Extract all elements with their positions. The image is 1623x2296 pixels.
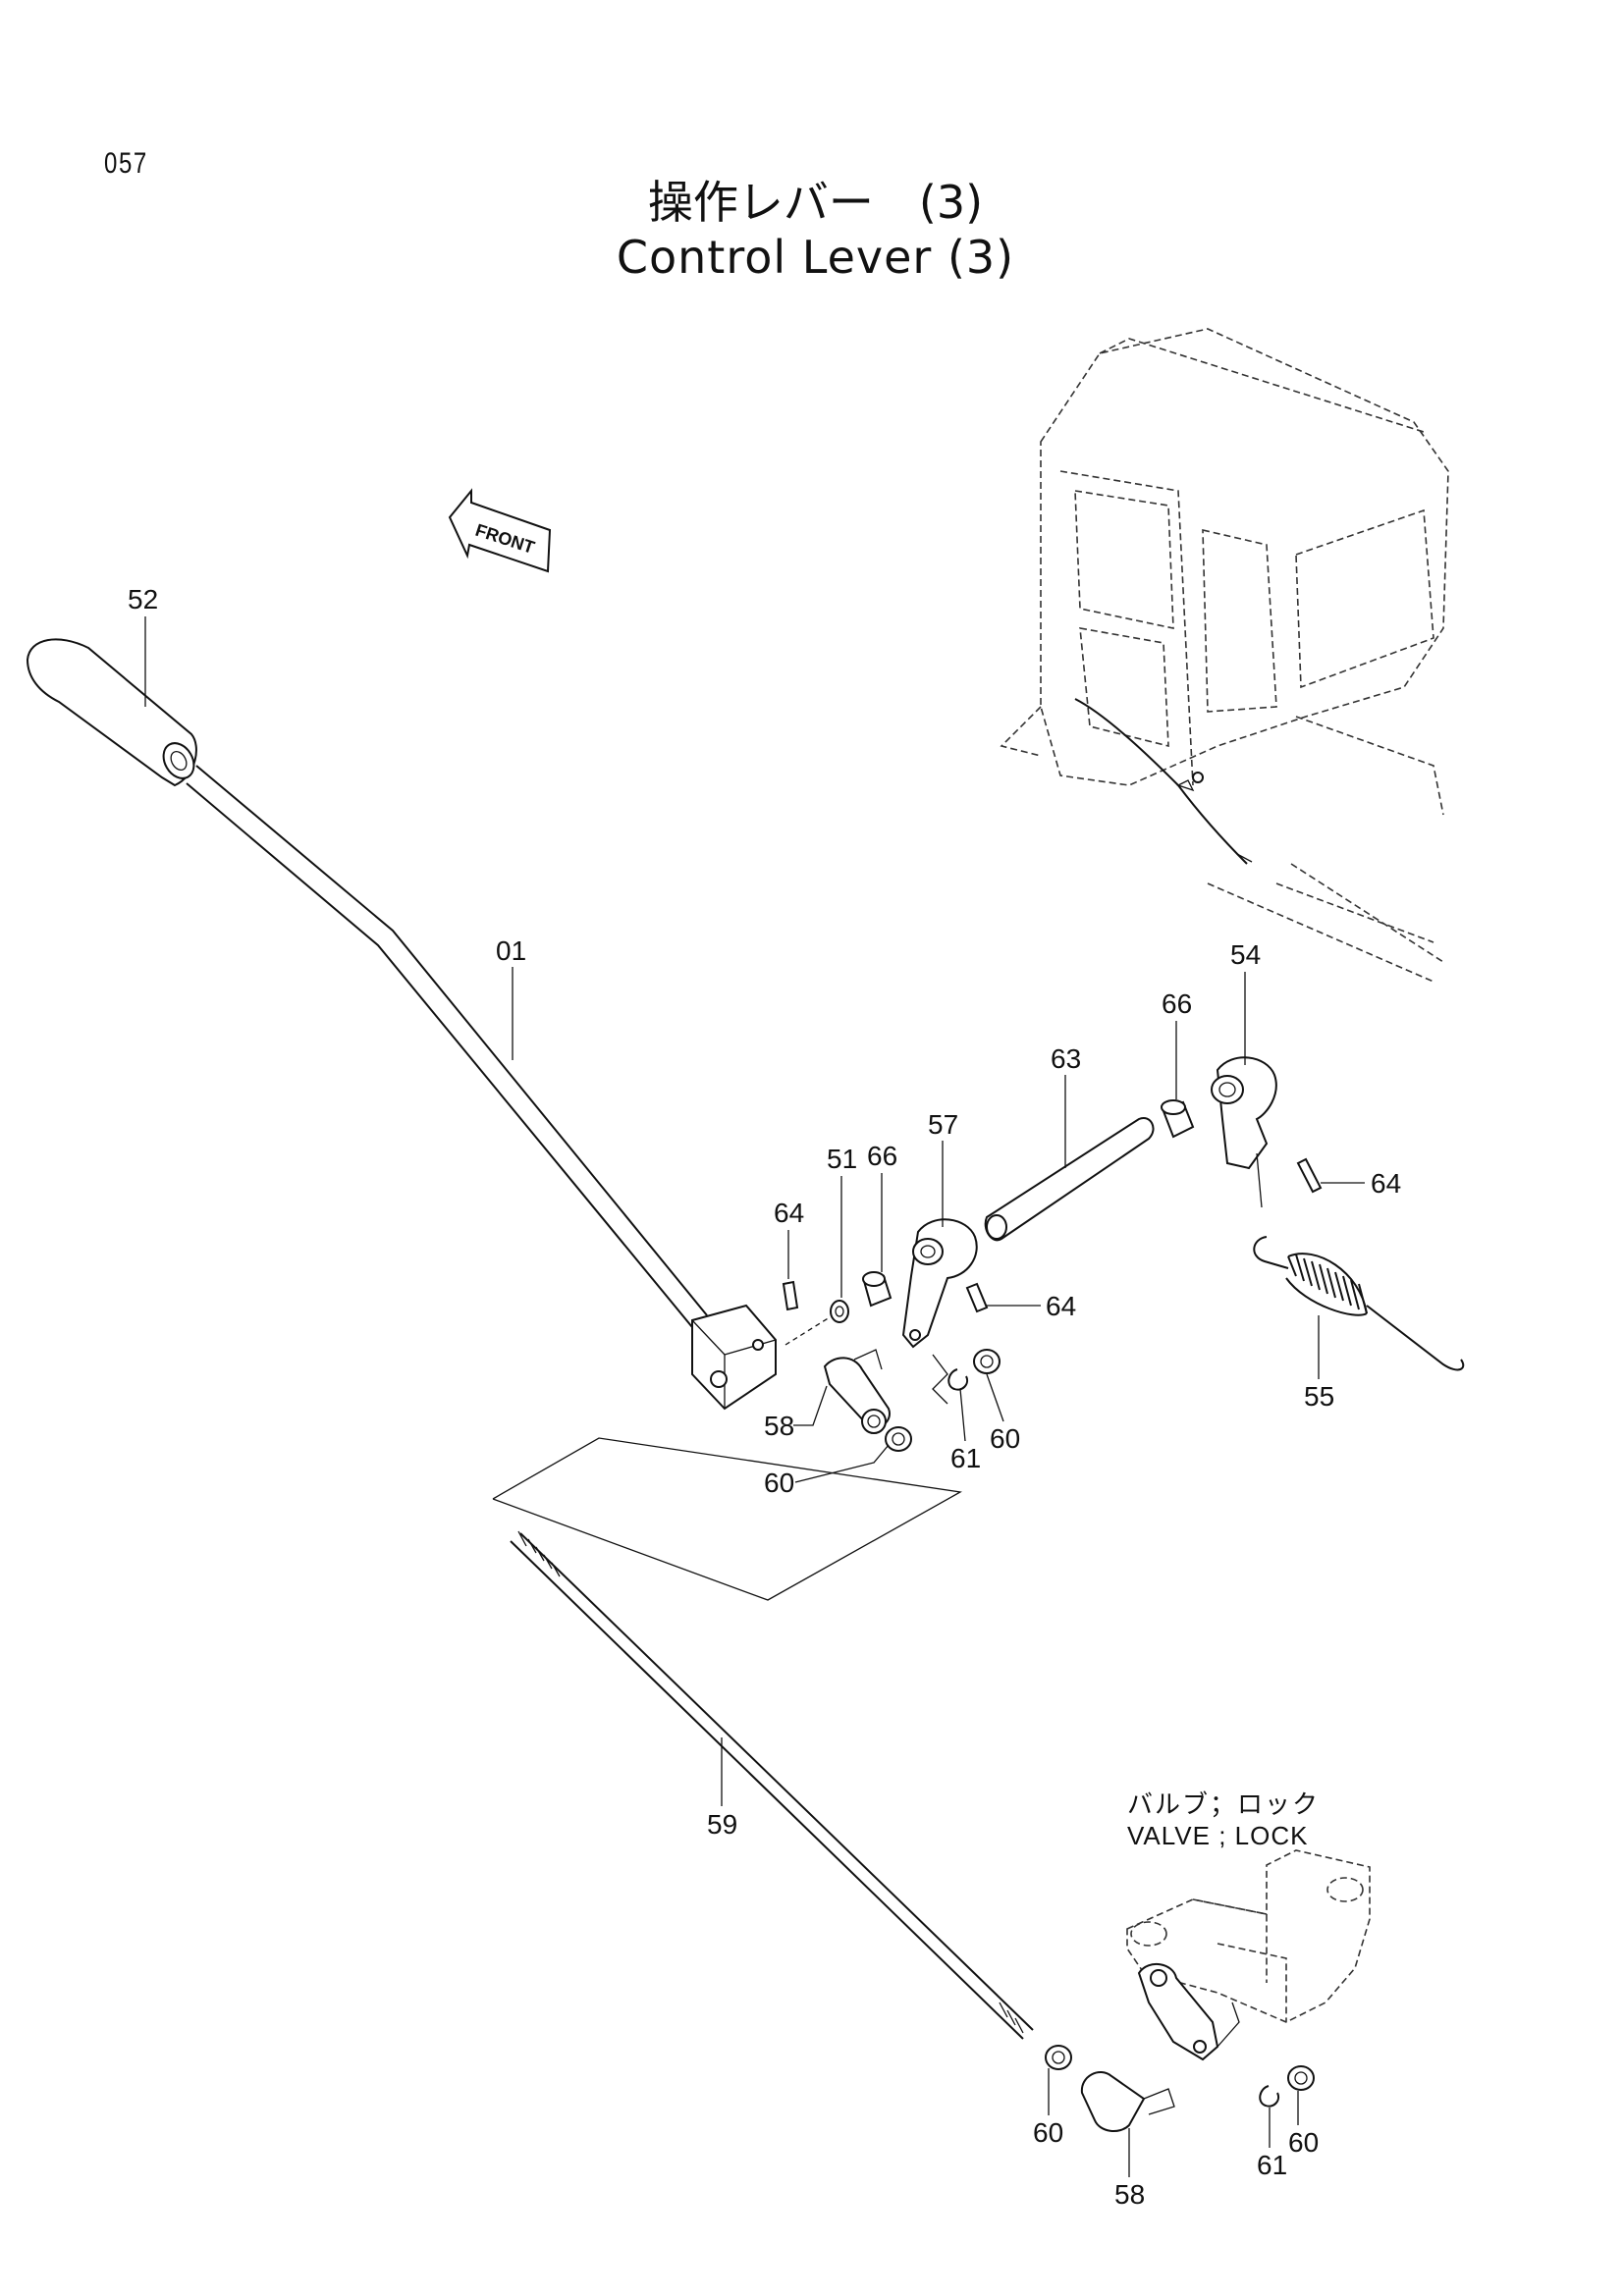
diagram-title-english: Control Lever (3)	[616, 231, 1015, 284]
valve-lock-note-english: VALVE ; LOCK	[1127, 1821, 1309, 1850]
callout-57: 57	[928, 1109, 958, 1140]
callout-60-right: 60	[990, 1423, 1020, 1454]
ball-joint-58-lower	[1080, 2071, 1175, 2132]
spring-55	[1253, 1236, 1465, 1371]
callout-55: 55	[1304, 1381, 1334, 1412]
callout-61-lower: 61	[1257, 2150, 1287, 2180]
bracket-54	[1211, 1056, 1277, 1208]
callout-60-upper: 60	[764, 1468, 794, 1498]
nut-60-lower-right	[1287, 2065, 1315, 2091]
callout-63: 63	[1051, 1043, 1081, 1074]
valve-lever-arm	[1137, 1963, 1240, 2061]
washer-51	[784, 1300, 849, 1346]
pin-64-right	[1296, 1157, 1323, 1194]
callout-66-right: 66	[1162, 988, 1192, 1019]
bracket-57	[901, 1218, 978, 1405]
snap-ring-61-upper	[947, 1368, 968, 1391]
callout-54: 54	[1230, 939, 1261, 970]
valve-lock-note-japanese: バルブ；ロック	[1127, 1790, 1321, 1820]
callout-64-right: 64	[1371, 1168, 1401, 1199]
callout-51: 51	[827, 1144, 857, 1174]
front-arrow-label: FRONT	[473, 520, 537, 558]
operator-cab-outline	[1000, 328, 1449, 983]
callout-58-upper: 58	[764, 1411, 794, 1441]
pin-64-middle	[965, 1282, 989, 1313]
lever-grip-52	[26, 638, 197, 787]
bushing-66-right	[1161, 1099, 1195, 1139]
page-number: 057	[104, 147, 148, 180]
rod-59	[510, 1530, 1034, 2040]
lever-rod-01	[186, 765, 777, 1411]
nut-60-lower	[1045, 2045, 1072, 2070]
callout-01: 01	[496, 935, 526, 966]
callout-numbers: 52 01 64 51 66 57 63 66 54 64 64 55 58 6…	[128, 584, 1401, 2210]
callout-64-left: 64	[774, 1198, 804, 1228]
ball-joint-58-upper	[823, 1349, 891, 1434]
callout-52: 52	[128, 584, 158, 614]
shaft-63	[984, 1117, 1155, 1242]
callout-59: 59	[707, 1809, 737, 1840]
diagram-title-japanese: 操作レバー (3)	[647, 176, 984, 229]
nut-60-upper	[885, 1426, 912, 1452]
nut-60-right	[973, 1349, 1001, 1374]
callout-61-upper: 61	[950, 1443, 981, 1473]
pin-64-left	[782, 1280, 799, 1311]
lock-valve-outline	[1126, 1849, 1371, 2023]
callout-60-lower-right: 60	[1288, 2127, 1319, 2158]
callout-58-lower: 58	[1114, 2179, 1145, 2210]
callout-64-middle: 64	[1046, 1291, 1076, 1321]
callout-66-left: 66	[867, 1141, 897, 1171]
callout-leader-lines	[144, 616, 1365, 2177]
snap-ring-61-lower	[1259, 2085, 1279, 2108]
front-direction-arrow: FRONT	[448, 488, 552, 573]
bushing-66-left	[862, 1271, 893, 1308]
rod-connection-outline	[492, 1437, 962, 1601]
callout-60-lower: 60	[1033, 2117, 1063, 2148]
